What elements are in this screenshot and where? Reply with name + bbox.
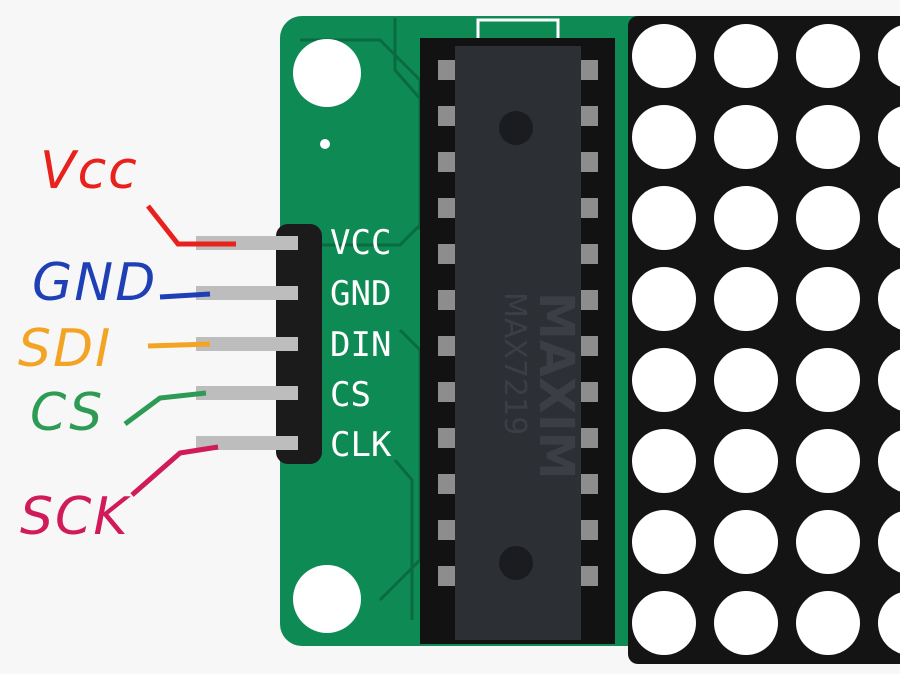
- led-dot: [714, 186, 778, 250]
- led-matrix: [628, 16, 900, 664]
- led-dot: [632, 105, 696, 169]
- wire-sdi: [147, 341, 211, 349]
- led-dot: [632, 591, 696, 655]
- chip-text-group: MAXIM: [528, 292, 584, 480]
- wire-vcc: [146, 204, 236, 247]
- led-dot: [796, 429, 860, 493]
- led-dot: [632, 267, 696, 331]
- wire-sck: [130, 444, 219, 497]
- ic-pins-left: [438, 60, 456, 586]
- led-grid: [632, 24, 900, 655]
- led-dot: [632, 429, 696, 493]
- led-dot: [878, 430, 900, 492]
- annotation-sdi: SDI: [18, 319, 112, 379]
- led-dot: [878, 511, 900, 573]
- led-dot: [878, 349, 900, 411]
- led-dot: [796, 24, 860, 88]
- led-dot: [714, 510, 778, 574]
- led-dot: [632, 24, 696, 88]
- pin-label-din: DIN: [330, 325, 391, 365]
- wire-cs: [123, 390, 207, 427]
- led-dot: [714, 105, 778, 169]
- annotation-gnd: GND: [32, 253, 157, 313]
- mounting-hole-bottom: [293, 565, 361, 633]
- header-pin-din: [196, 337, 298, 351]
- mounting-hole-top: [293, 39, 361, 107]
- max7219-chip: [455, 46, 581, 640]
- led-dot: [878, 106, 900, 168]
- header-pin-gnd: [196, 286, 298, 300]
- chip-notch-bottom: [499, 546, 533, 580]
- led-dot: [796, 186, 860, 250]
- led-dot: [878, 268, 900, 330]
- pin-label-vcc: VCC: [330, 223, 391, 263]
- led-dot: [878, 25, 900, 87]
- led-dot: [714, 591, 778, 655]
- chip-notch-top: [499, 111, 533, 145]
- led-dot: [796, 348, 860, 412]
- header-pin-clk: [196, 436, 298, 450]
- led-dot: [714, 24, 778, 88]
- led-dot: [714, 348, 778, 412]
- chip-model-group: MAX7219: [497, 292, 532, 435]
- pin1-marker-dot: [320, 139, 330, 149]
- annotation-sck: SCK: [20, 487, 131, 547]
- led-dot: [796, 591, 860, 655]
- annotation-vcc: Vcc: [40, 141, 139, 201]
- led-dot: [632, 348, 696, 412]
- led-dot: [796, 105, 860, 169]
- pin-label-cs: CS: [330, 375, 371, 415]
- pin-label-gnd: GND: [330, 274, 391, 314]
- header-pin-cs: [196, 386, 298, 400]
- ic-pins-right: [580, 60, 598, 586]
- led-dot: [632, 186, 696, 250]
- led-dot: [796, 510, 860, 574]
- pin-label-clk: CLK: [330, 425, 392, 465]
- led-dot: [878, 592, 900, 654]
- chip-brand: MAXIM: [528, 292, 584, 480]
- annotation-cs: CS: [30, 383, 104, 443]
- led-dot: [632, 510, 696, 574]
- led-dot: [796, 267, 860, 331]
- chip-model: MAX7219: [497, 292, 532, 435]
- led-dot: [878, 187, 900, 249]
- led-dot: [714, 429, 778, 493]
- led-dot: [714, 267, 778, 331]
- wire-gnd: [159, 291, 211, 300]
- pin-header: [276, 224, 322, 464]
